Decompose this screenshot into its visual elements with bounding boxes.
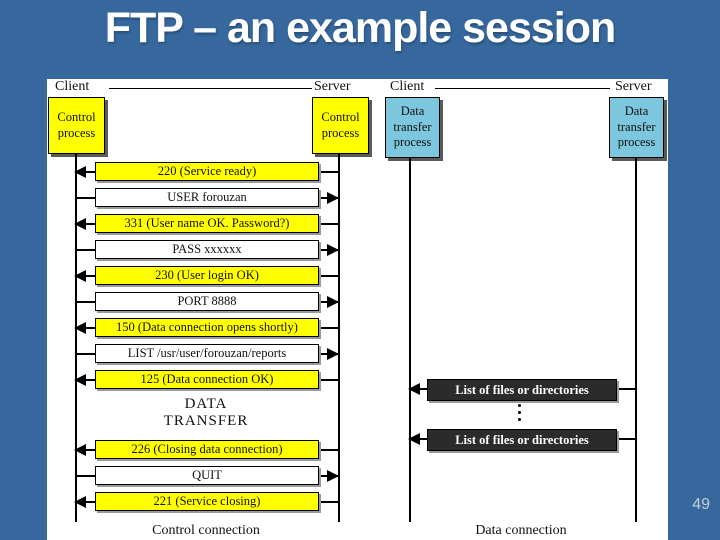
message-row: PORT 8888 [47,292,668,311]
message-box: LIST /usr/user/forouzan/reports [95,344,319,363]
message-row: 125 (Data connection OK) [47,370,668,389]
client-data-timeline [409,157,411,522]
data-transfer-note-line2: TRANSFER [163,413,249,429]
message-row: 221 (Service closing) [47,492,668,511]
control-header-line [109,88,312,89]
data-client-label: Client [390,79,425,94]
arrow-left-icon [74,322,86,334]
page-number: 49 [692,496,710,513]
arrow-left-icon [74,166,86,178]
data-header-line [435,88,610,89]
server-data-process-box: Data transfer process [609,97,664,158]
transfer-row: List of files or directories [47,379,668,401]
data-transfer-note-line1: DATA [184,396,228,412]
message-row: 150 (Data connection opens shortly) [47,318,668,337]
data-server-label: Server [615,79,652,94]
message-box: 220 (Service ready) [95,162,319,181]
message-box: QUIT [95,466,319,485]
message-connector-left [75,301,95,303]
message-connector-right [317,223,338,225]
arrow-left-icon [74,496,86,508]
arrow-left-icon [74,218,86,230]
client-data-process-label: Data transfer process [393,104,432,150]
client-control-process-label: Control process [57,109,96,140]
arrow-right-icon [327,470,339,482]
message-connector-left [75,353,95,355]
server-control-process-box: Control process [312,97,369,154]
message-box: USER forouzan [95,188,319,207]
message-row: QUIT [47,466,668,485]
arrow-left-icon [408,433,420,445]
message-connector-left [75,197,95,199]
ellipsis-dots [518,404,521,421]
server-data-process-label: Data transfer process [617,104,656,150]
arrow-left-icon [74,374,86,386]
transfer-box: List of files or directories [427,429,617,451]
message-connector-right [317,327,338,329]
message-row: 331 (User name OK. Password?) [47,214,668,233]
message-box: 221 (Service closing) [95,492,319,511]
message-box: 331 (User name OK. Password?) [95,214,319,233]
transfer-connector-right [615,438,636,440]
client-control-timeline [75,153,77,522]
server-data-timeline [635,157,637,522]
transfer-connector-right [615,388,636,390]
control-connection-label: Control connection [152,523,260,538]
data-connection-label: Data connection [475,523,567,538]
message-box: 226 (Closing data connection) [95,440,319,459]
message-box: 150 (Data connection opens shortly) [95,318,319,337]
data-transfer-note: DATA TRANSFER [95,396,317,430]
transfer-box: List of files or directories [427,379,617,401]
transfer-row: List of files or directories [47,429,668,451]
message-box: PASS xxxxxx [95,240,319,259]
message-connector-left [75,475,95,477]
client-control-process-box: Control process [48,97,105,154]
arrow-right-icon [327,296,339,308]
message-connector-right [317,449,338,451]
message-row: PASS xxxxxx [47,240,668,259]
control-server-label: Server [314,79,351,94]
message-row: USER forouzan [47,188,668,207]
message-connector-right [317,501,338,503]
message-row: LIST /usr/user/forouzan/reports [47,344,668,363]
arrow-right-icon [327,244,339,256]
control-client-label: Client [55,79,90,94]
message-connector-right [317,379,338,381]
message-connector-right [317,275,338,277]
arrow-right-icon [327,348,339,360]
message-row: 220 (Service ready) [47,162,668,181]
server-control-process-label: Control process [321,109,360,140]
slide-title: FTP – an example session [104,4,617,52]
arrow-right-icon [327,192,339,204]
diagram-panel: Client Server Control process Control pr… [47,79,668,540]
arrow-left-icon [74,444,86,456]
message-connector-left [75,249,95,251]
message-connector-right [317,171,338,173]
message-box: PORT 8888 [95,292,319,311]
arrow-left-icon [74,270,86,282]
message-row: 230 (User login OK) [47,266,668,285]
client-data-process-box: Data transfer process [385,97,440,158]
message-box: 230 (User login OK) [95,266,319,285]
arrow-left-icon [408,383,420,395]
server-control-timeline [338,153,340,522]
message-box: 125 (Data connection OK) [95,370,319,389]
message-row: 226 (Closing data connection) [47,440,668,459]
